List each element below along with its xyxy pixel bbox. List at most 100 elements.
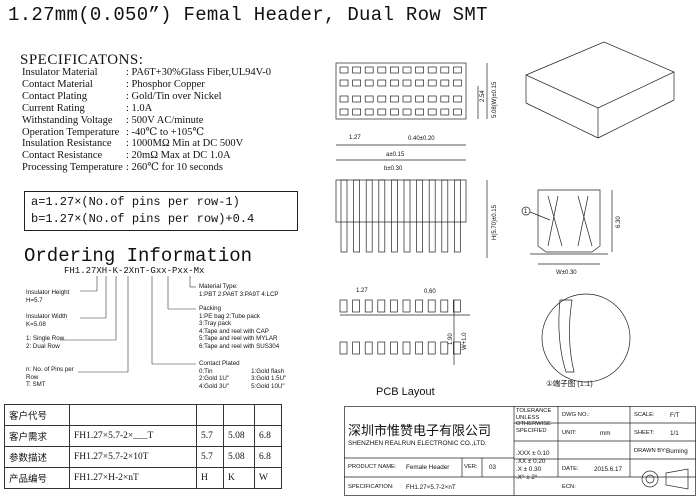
- dim-label: 1.27: [356, 288, 368, 294]
- pcb-pads: [339, 299, 461, 355]
- table-cell: FH1.27×5.7-2×10T: [69, 446, 197, 468]
- table-cell: FH1.27×5.7-2×___T: [69, 425, 197, 447]
- dim-label: W+1.0: [462, 332, 468, 350]
- dim-label: b±0.30: [384, 166, 403, 172]
- material-note: Material Type: 1:PBT 2:PA6T 3:PA9T 4:LCP: [199, 283, 279, 298]
- tolerance-value: .X° ± 2°: [516, 474, 538, 481]
- table-cell: 产品编号: [4, 467, 70, 489]
- dim-label: W±0.30: [556, 270, 577, 276]
- tolerance-value: .XXX ± 0.10: [516, 450, 550, 457]
- callout-circle: [521, 206, 531, 216]
- top-pin: [339, 95, 349, 103]
- front-pin: [416, 179, 423, 253]
- packing-note: Packing 1:PE bag 2:Tube pack 3:Tray pack…: [199, 305, 279, 351]
- top-pin: [339, 79, 349, 87]
- top-pin: [377, 108, 387, 116]
- front-pin: [378, 179, 386, 253]
- top-pin: [453, 95, 462, 103]
- title-block: 深圳市惟赞电子有限公司 SHENZHEN REALRUN ELECTRONIC …: [344, 406, 696, 496]
- note-line: 2:Gold 1U": [199, 375, 230, 383]
- tolerance-value: .XX ± 0.20: [516, 458, 546, 465]
- note-line: 5:Gold 10U": [251, 382, 285, 390]
- insulator-height-note: Insulator Height H=5.7: [26, 289, 69, 304]
- pcb-pad: [402, 299, 411, 313]
- note-line: n: No. of Pins per: [26, 366, 74, 373]
- table-cell: 客户代号: [4, 404, 70, 426]
- projection-symbol-icon: [641, 468, 689, 490]
- table-cell: K: [223, 467, 255, 489]
- version-label: VER:: [464, 464, 478, 470]
- perspective-view-body: [525, 41, 675, 109]
- spec-row: Withstanding Voltage: 500V AC/minute: [22, 115, 271, 127]
- spec-label: Withstanding Voltage: [22, 114, 113, 126]
- dim-label: 6.30: [616, 216, 622, 228]
- top-pin: [339, 108, 349, 116]
- note-line: 1:PE bag 2:Tube pack: [199, 312, 260, 320]
- pcb-pad: [364, 341, 373, 355]
- pcb-pad: [415, 341, 423, 355]
- note-line: T: SMT: [26, 381, 46, 389]
- table-cell: 6.8: [254, 425, 282, 447]
- dim-label: 1.27: [349, 135, 361, 141]
- top-pin: [453, 108, 462, 116]
- top-pin: [402, 108, 412, 116]
- dim-label: a±0.15: [386, 152, 405, 158]
- tolerance-line: TOLERANCE: [516, 408, 552, 414]
- pcb-pad: [352, 341, 360, 355]
- top-pin: [390, 79, 399, 87]
- spec-row: Current Rating: 1.0A: [22, 103, 271, 115]
- spec-row: Insulation Resistance : 1000MΩ Min at DC …: [22, 138, 271, 150]
- spec-value: : 20mΩ Max at DC 1.0A: [126, 150, 231, 162]
- top-pin: [402, 79, 412, 87]
- specification-value: FH1.27×5.7-2×nT: [406, 484, 456, 491]
- table-cell: H: [196, 467, 224, 489]
- top-pin: [415, 79, 424, 87]
- front-pin: [391, 179, 398, 253]
- note-line: H=5.7: [26, 296, 43, 304]
- table-row: 参数描述 FH1.27×5.7-2×10T 5.7 5.08 6.8: [4, 446, 282, 468]
- pcb-pad: [339, 341, 348, 355]
- spec-label: Processing Temperature: [22, 162, 123, 174]
- sheet-value: 1/1: [670, 430, 679, 437]
- table-cell: 5.7: [196, 446, 224, 468]
- spec-value: : Gold/Tin over Nickel: [126, 90, 222, 102]
- side-view-body: [537, 189, 601, 253]
- row-count-note: 1: Single Row 2: Dual Row: [26, 335, 64, 350]
- spec-row: Operation Temperature: -40℃ to +105℃: [22, 127, 271, 139]
- table-cell: 5.7: [196, 425, 224, 447]
- top-pin: [364, 79, 374, 87]
- note-line: 0:Tin: [199, 367, 213, 375]
- pcb-pad: [440, 299, 449, 313]
- table-cell: 5.08: [223, 425, 255, 447]
- table-cell: W: [254, 467, 282, 489]
- note-line: Insulator Width: [26, 313, 68, 320]
- top-pin: [377, 79, 387, 87]
- product-name-label: PRODUCT NAME:: [348, 464, 397, 470]
- top-pin: [440, 95, 450, 103]
- sheet-label: SHEET:: [634, 430, 655, 436]
- top-pin: [402, 95, 412, 103]
- top-pin: [427, 108, 437, 116]
- drawn-by-value: Burning: [666, 448, 688, 455]
- pcb-pad: [352, 299, 360, 313]
- top-view-body: [335, 62, 467, 120]
- pcb-pad: [402, 341, 411, 355]
- note-line: 4:Gold 3U": [199, 382, 230, 390]
- dim-label: 1.90: [448, 333, 454, 345]
- pcb-pad: [440, 341, 449, 355]
- note-line: Contact Plated: [199, 360, 240, 367]
- spec-value: : 1000MΩ Min at DC 500V: [126, 138, 244, 150]
- table-cell: FH1.27×H-2×nT: [69, 467, 197, 489]
- tolerance-line: UNLESS: [516, 414, 540, 421]
- note-line: 6:Tape and reel with SUS304: [199, 342, 280, 350]
- spec-label: Insulation Resistance: [22, 138, 112, 150]
- callout-number: 1: [524, 209, 528, 215]
- pcb-pad: [390, 341, 398, 355]
- pcb-pad: [415, 299, 423, 313]
- top-pin: [440, 108, 450, 116]
- spec-label: Contact Resistance: [22, 150, 103, 162]
- drawing-title: 1.27mm(0.050”) Femal Header, Dual Row SM…: [8, 4, 488, 26]
- top-pin: [415, 66, 424, 74]
